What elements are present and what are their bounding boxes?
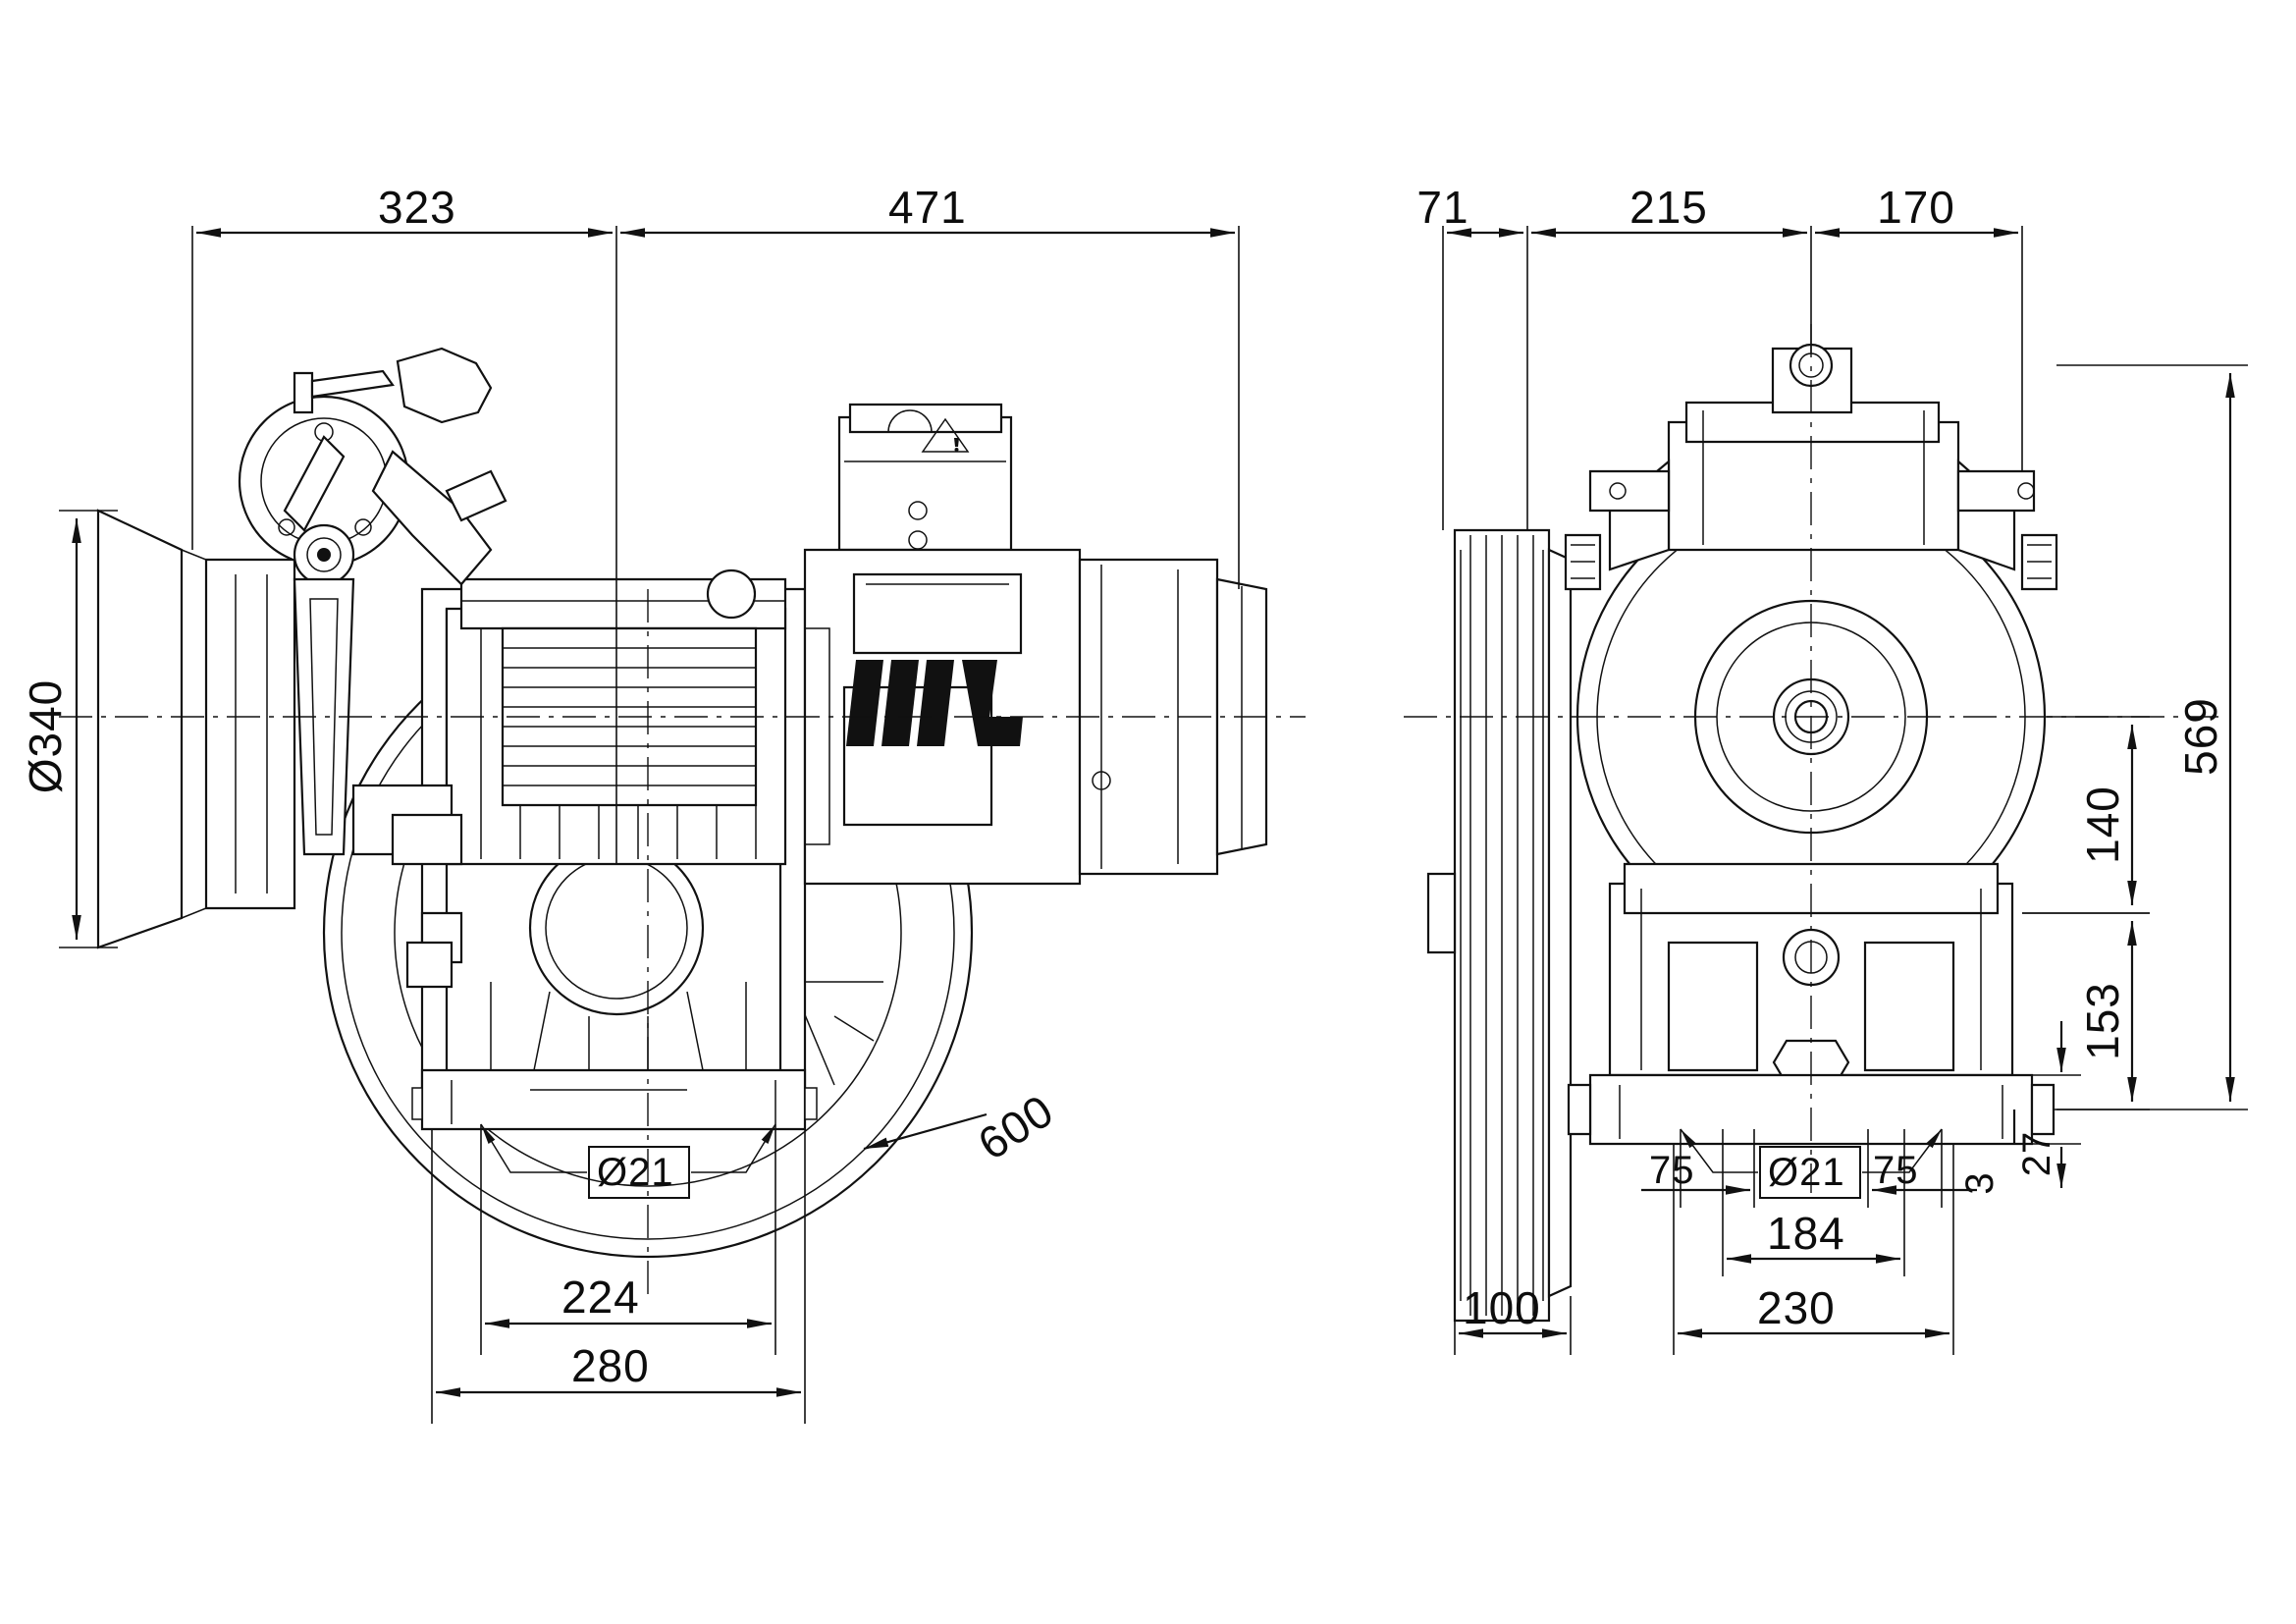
terminal-box xyxy=(837,403,1013,552)
dim-diameter-21-front: Ø21 xyxy=(1768,1151,1845,1194)
dim-diameter-21: Ø21 xyxy=(597,1151,674,1194)
logo-mark xyxy=(846,660,1023,746)
dim-323: 323 xyxy=(378,182,456,233)
fittings xyxy=(351,568,757,989)
front-view-dimensions: 71 215 170 569 140 153 27 xyxy=(1416,182,2248,1355)
dim-471: 471 xyxy=(888,182,967,233)
front-view-group xyxy=(1404,324,2218,1323)
dim-600: 600 xyxy=(969,1084,1062,1169)
belt-pulley xyxy=(1426,528,1573,1323)
dim-100: 100 xyxy=(1463,1282,1541,1333)
dim-box-diameter-21-front xyxy=(1759,1146,1861,1199)
control-lever-assembly xyxy=(238,347,507,856)
dim-569: 569 xyxy=(2175,697,2226,776)
dim-75-right: 75 xyxy=(1873,1149,1919,1192)
dim-153: 153 xyxy=(2077,982,2128,1060)
dim-184: 184 xyxy=(1767,1208,1845,1259)
dim-280: 280 xyxy=(571,1340,650,1391)
dim-75-left: 75 xyxy=(1649,1149,1695,1192)
dim-140: 140 xyxy=(2077,785,2128,864)
side-view-group xyxy=(59,347,1306,1296)
dim-3: 3 xyxy=(1958,1171,2002,1194)
dim-230: 230 xyxy=(1757,1282,1836,1333)
dim-diameter-340: Ø340 xyxy=(20,679,71,794)
dim-224: 224 xyxy=(561,1272,640,1323)
end-flange xyxy=(96,509,296,949)
cylinder-head-front xyxy=(1564,343,2058,591)
dim-27: 27 xyxy=(2015,1131,2058,1177)
dim-215: 215 xyxy=(1629,182,1708,233)
dim-box-diameter-21 xyxy=(588,1146,690,1199)
dim-71: 71 xyxy=(1416,182,1468,233)
dim-170: 170 xyxy=(1877,182,1955,233)
